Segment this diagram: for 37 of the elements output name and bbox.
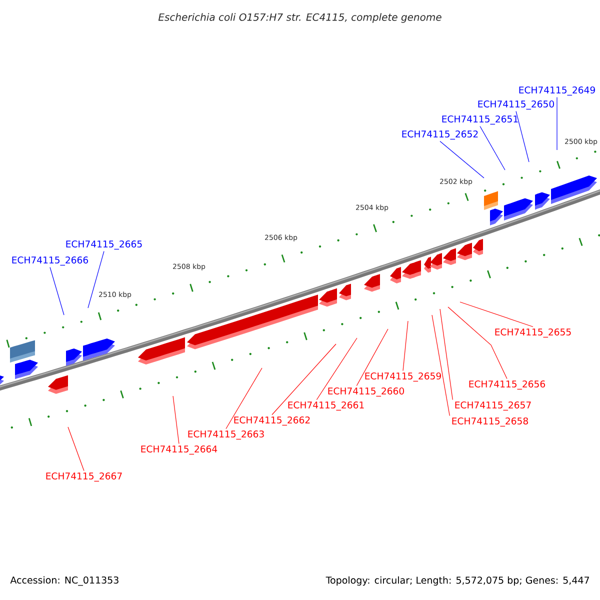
leader-line: [460, 302, 534, 328]
leader-line: [172, 396, 180, 444]
leader-line: [440, 140, 484, 178]
gene-label: ECH74115_2666: [12, 256, 88, 266]
leader-line: [402, 320, 408, 372]
leader-line: [356, 328, 388, 386]
leader-line: [556, 96, 558, 150]
leader-line: [68, 426, 84, 472]
gene-label: ECH74115_2649: [519, 86, 595, 96]
leader-line: [226, 368, 262, 430]
gene-label: ECH74115_2650: [478, 100, 554, 110]
leader-line: [432, 314, 450, 416]
leader-line: [448, 306, 508, 380]
gene-label: ECH74115_2657: [455, 401, 531, 411]
footer-text: Topology: circular; Length: 5,572,075 bp; Genes: 5,447: [326, 576, 589, 586]
leader-line: [316, 338, 358, 400]
gene-label: ECH74115_2656: [469, 380, 546, 390]
leader-line: [480, 126, 506, 170]
gene-label: ECH74115_2662: [234, 416, 310, 426]
gene-label: ECH74115_2660: [328, 387, 404, 397]
gene-label: ECH74115_2661: [288, 401, 364, 411]
leader-line: [440, 308, 453, 400]
gene-label: ECH74115_2658: [452, 417, 528, 427]
leader-line: [50, 266, 64, 316]
leader-line: [88, 250, 104, 308]
gene-label: ECH74115_2664: [141, 445, 218, 455]
footer-text: Accession: NC_011353: [10, 576, 118, 586]
gene-label: ECH74115_2663: [188, 430, 264, 440]
gene-label: ECH74115_2667: [46, 472, 122, 482]
gene-label: ECH74115_2652: [402, 130, 478, 140]
title: Escherichia coli O157:H7 str. EC4115, complete genome: [158, 13, 442, 23]
leader-line: [516, 110, 530, 162]
gene-label: ECH74115_2651: [442, 115, 518, 125]
gene-label: ECH74115_2655: [495, 328, 571, 338]
gene-label: ECH74115_2659: [365, 372, 441, 382]
leader-line: [272, 344, 336, 416]
gene-label: ECH74115_2665: [66, 240, 142, 250]
